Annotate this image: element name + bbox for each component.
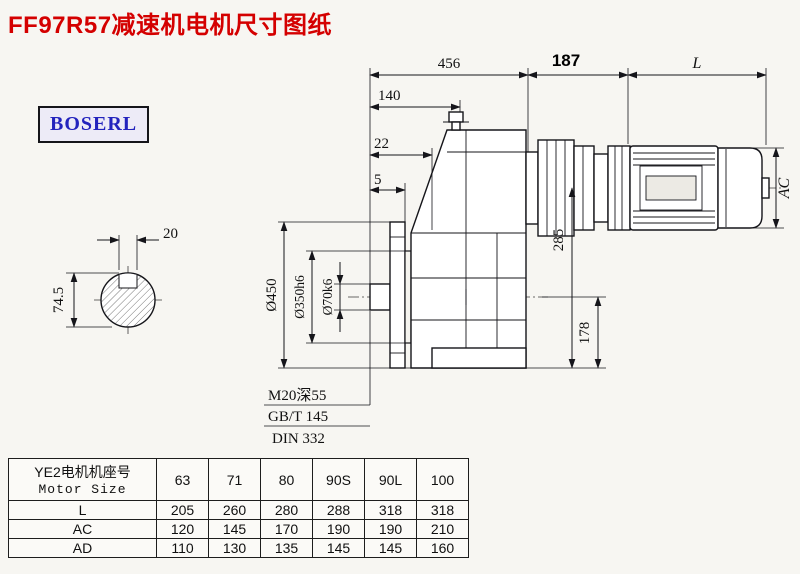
din-standard-label: DIN 332 bbox=[272, 431, 325, 447]
dim-value-cell: 160 bbox=[416, 538, 469, 558]
dim-value-cell: 210 bbox=[416, 519, 469, 539]
dim-dia350-label: Ø350h6 bbox=[292, 275, 307, 319]
dim-value-cell: 130 bbox=[208, 538, 261, 558]
dim-shaft-height: 74.5 bbox=[51, 272, 119, 328]
dim-22-label: 22 bbox=[374, 136, 389, 152]
size-col-header: 80 bbox=[260, 458, 313, 501]
dim-187-label: 187 bbox=[552, 51, 580, 70]
dim-value-cell: 190 bbox=[364, 519, 417, 539]
dim-value-cell: 145 bbox=[312, 538, 365, 558]
dim-22: 22 bbox=[369, 136, 433, 230]
dim-motor-length: L bbox=[627, 55, 767, 145]
table-row-AC: AC 120 145 170 190 190 210 bbox=[8, 519, 469, 539]
dim-dia-70: Ø70k6 bbox=[320, 262, 370, 332]
dim-178: 178 bbox=[542, 296, 606, 369]
dim-value-cell: 135 bbox=[260, 538, 313, 558]
dim-value-cell: 260 bbox=[208, 500, 261, 520]
size-col-header: 71 bbox=[208, 458, 261, 501]
dim-value-cell: 318 bbox=[364, 500, 417, 520]
motor bbox=[629, 145, 770, 231]
adapter-ring bbox=[573, 145, 595, 231]
row-label-cell: AC bbox=[8, 519, 157, 539]
dim-140-label: 140 bbox=[378, 88, 401, 104]
dim-value-cell: 318 bbox=[416, 500, 469, 520]
dim-value-cell: 280 bbox=[260, 500, 313, 520]
thread-spec-label: M20深55 bbox=[268, 387, 326, 404]
dim-value-cell: 145 bbox=[364, 538, 417, 558]
lifting-bolt-shank bbox=[451, 121, 461, 131]
flange-pilot bbox=[404, 250, 412, 344]
dim-456-label: 456 bbox=[438, 56, 461, 72]
table-header-row: YE2电机机座号 Motor Size 63 71 80 90S 90L 100 bbox=[8, 458, 469, 501]
dim-AC-label: AC bbox=[776, 177, 793, 199]
output-shaft bbox=[369, 283, 391, 311]
dim-value-cell: 205 bbox=[156, 500, 209, 520]
dim-keyway-width-label: 20 bbox=[163, 226, 178, 242]
motor-rotor bbox=[645, 175, 697, 201]
dim-shaft-height-label: 74.5 bbox=[51, 287, 67, 313]
housing-outline bbox=[410, 129, 527, 369]
dim-140: 140 bbox=[369, 88, 461, 112]
dim-dia-350: Ø350h6 bbox=[292, 250, 405, 344]
keyway-slot bbox=[118, 273, 138, 289]
fan-cover bbox=[717, 147, 763, 229]
gb-standard-label: GB/T 145 bbox=[268, 409, 328, 425]
fan-boss bbox=[761, 177, 770, 199]
dim-value-cell: 288 bbox=[312, 500, 365, 520]
gearbox-assembly bbox=[348, 111, 784, 369]
lifting-bolt-head bbox=[448, 111, 464, 123]
dim-5-label: 5 bbox=[374, 172, 382, 188]
brand-logo: BOSERL bbox=[38, 106, 150, 143]
dim-L-label: L bbox=[692, 55, 702, 72]
dim-value-cell: 120 bbox=[156, 519, 209, 539]
dim-285: 285 bbox=[526, 187, 606, 369]
table-row-L: L 205 260 280 288 318 318 bbox=[8, 500, 469, 520]
dim-value-cell: 145 bbox=[208, 519, 261, 539]
dim-value-cell: 170 bbox=[260, 519, 313, 539]
dim-dia450-label: Ø450 bbox=[264, 278, 280, 311]
shaft-section-detail bbox=[94, 266, 162, 334]
dim-value-cell: 190 bbox=[312, 519, 365, 539]
motor-size-header-cell: YE2电机机座号 Motor Size bbox=[8, 458, 157, 501]
dim-keyway-width: 20 bbox=[97, 226, 178, 270]
dim-5: 5 bbox=[369, 172, 406, 249]
dim-dia-450: Ø450 bbox=[264, 221, 411, 369]
adapter-ring bbox=[525, 151, 539, 225]
housing-base bbox=[431, 347, 527, 369]
thread-note: M20深55 GB/T 145 DIN 332 bbox=[264, 311, 371, 447]
size-col-header: 100 bbox=[416, 458, 469, 501]
dim-AC: AC bbox=[752, 147, 793, 229]
size-col-header: 90L bbox=[364, 458, 417, 501]
motor-adapter bbox=[525, 139, 631, 237]
shaft-section-hatch bbox=[101, 273, 155, 327]
motor-stator bbox=[639, 165, 703, 211]
row-label-cell: L bbox=[8, 500, 157, 520]
dim-adapter-length: 187 bbox=[527, 51, 629, 144]
motor-size-table: YE2电机机座号 Motor Size 63 71 80 90S 90L 100… bbox=[8, 458, 469, 558]
motor-size-header-cn: YE2电机机座号 bbox=[34, 464, 131, 480]
dim-178-label: 178 bbox=[577, 322, 593, 345]
adapter-ring bbox=[593, 153, 609, 223]
output-flange bbox=[389, 221, 406, 369]
table-row-AD: AD 110 130 135 145 145 160 bbox=[8, 538, 469, 558]
size-col-header: 90S bbox=[312, 458, 365, 501]
dim-285-label: 285 bbox=[551, 229, 567, 252]
size-col-header: 63 bbox=[156, 458, 209, 501]
motor-size-header-en: Motor Size bbox=[38, 482, 127, 497]
row-label-cell: AD bbox=[8, 538, 157, 558]
dim-dia70-label: Ø70k6 bbox=[320, 278, 335, 315]
page-title: FF97R57减速机电机尺寸图纸 bbox=[8, 12, 333, 39]
dim-value-cell: 110 bbox=[156, 538, 209, 558]
motor-flange bbox=[607, 145, 631, 231]
